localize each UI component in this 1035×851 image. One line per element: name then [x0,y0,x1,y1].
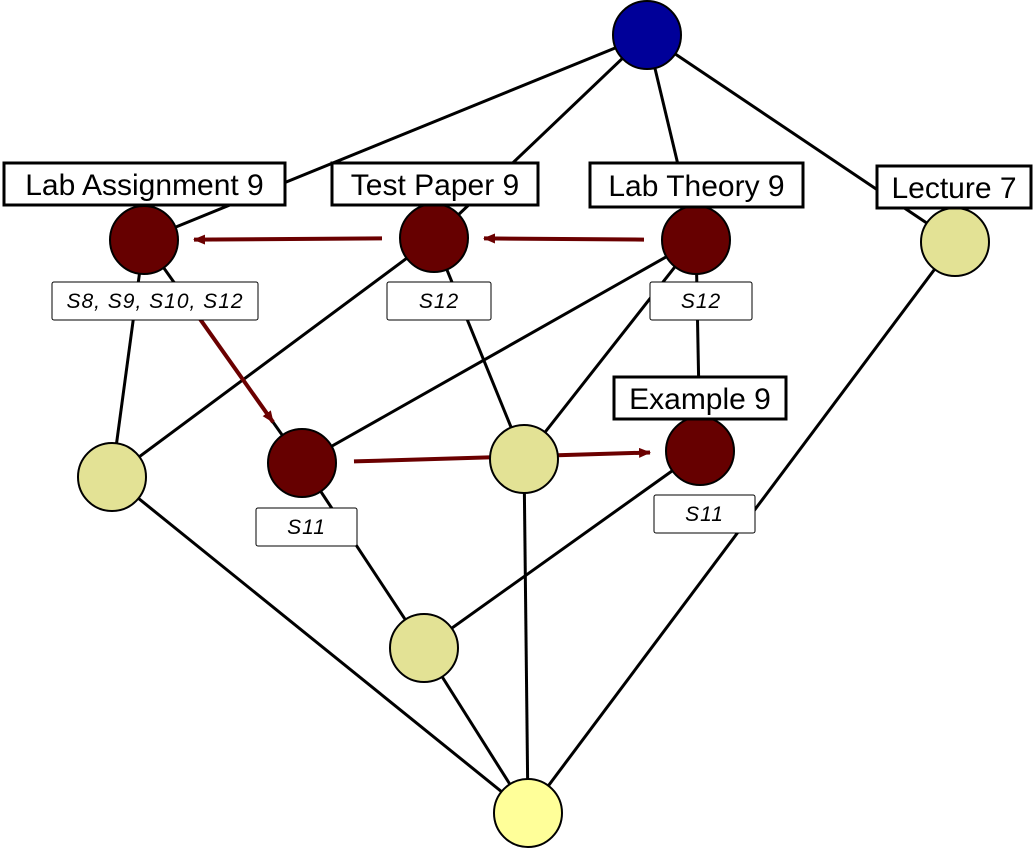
label-text: Lab Assignment 9 [25,169,264,202]
objects-box [255,507,358,547]
objects-lab-theory: S12 [649,281,753,321]
label-text: Lecture 7 [891,172,1016,205]
test-paper-node[interactable] [399,203,469,273]
lab-assignment-node[interactable] [109,205,179,275]
objects-example: S11 [653,494,756,534]
edge-example-lower_mid [423,449,701,650]
objects-text: S11 [685,503,724,526]
objects-text: S11 [287,516,326,539]
edge-top-lab_assignment [143,33,648,242]
edge-center_mid-bottom [522,458,530,814]
label-box [330,161,540,207]
top-node[interactable] [612,0,682,70]
lecture-node[interactable] [920,207,990,277]
arrow-lab_theory-to-test_paper [482,233,645,244]
objects-text: S8, S9, S10, S12 [66,290,243,313]
arrow-test_paper-to-lab_assignment [192,234,383,245]
label-text: Lab Theory 9 [608,170,784,203]
edge-lab_theory-s11_node [301,238,697,465]
left-middle-node[interactable] [77,442,147,512]
example-node[interactable] [665,416,735,486]
objects-box [649,281,753,321]
bottom-node[interactable] [493,778,563,848]
objects-test-paper: S12 [386,281,492,321]
s11-node[interactable] [267,428,337,498]
label-lab-theory: Lab Theory 9 [588,161,805,209]
edge-left_mid-bottom [111,475,529,815]
label-box [2,161,287,207]
objects-box [51,281,259,321]
label-box [612,375,788,421]
center-middle-node[interactable] [489,424,559,494]
objects-s11-node: S11 [255,507,358,547]
edge-lab_assignment-left_mid [110,239,146,478]
label-box [875,164,1033,210]
arrows-layer [172,233,652,464]
edge-lab_theory-center_mid [522,239,698,460]
lower-middle-node[interactable] [389,613,459,683]
label-box [588,161,805,209]
edge-test_paper-left_mid [111,236,435,479]
label-example: Example 9 [612,375,788,421]
lab-theory-node[interactable] [661,205,731,275]
edge-test_paper-center_mid [432,237,526,460]
objects-text: S12 [419,290,459,313]
objects-text: S12 [681,290,721,313]
objects-box [653,494,756,534]
label-test-paper: Test Paper 9 [330,161,540,207]
edges-layer [110,33,957,815]
label-text: Example 9 [629,383,771,416]
label-lab-assignment: Lab Assignment 9 [2,161,287,207]
label-text: Test Paper 9 [351,169,519,202]
edge-s11_node-lower_mid [300,462,426,649]
objects-box [386,281,492,321]
label-lecture: Lecture 7 [875,164,1033,210]
objects-lab-assignment: S8, S9, S10, S12 [51,281,259,321]
